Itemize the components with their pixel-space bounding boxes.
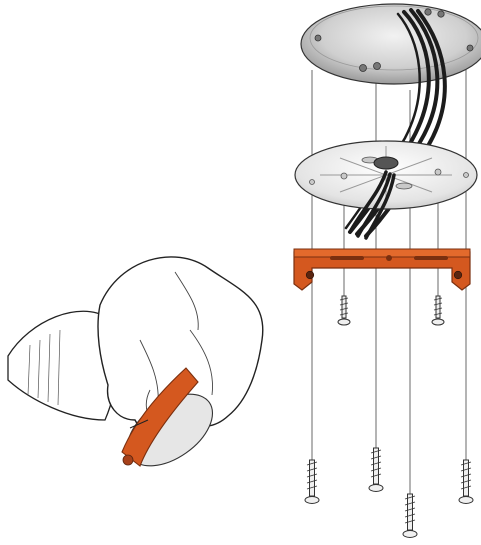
plate-hole — [341, 173, 347, 179]
box-screw-hole — [425, 9, 431, 15]
mounting-bracket — [294, 249, 470, 290]
plate-hole — [310, 180, 315, 185]
plate-hole — [435, 169, 441, 175]
bracket-slot — [330, 256, 364, 260]
screw — [403, 494, 417, 538]
box-screw-hole — [315, 35, 321, 41]
screw — [369, 448, 383, 492]
alignment-guide-lines — [312, 60, 466, 494]
bracket-slot — [414, 256, 448, 260]
bracket-screw — [454, 271, 462, 279]
screw — [432, 296, 444, 325]
bracket-screw — [306, 271, 314, 279]
plate-slot — [396, 183, 412, 189]
plate-hole — [464, 173, 469, 178]
screws — [305, 296, 473, 538]
box-screw-hole — [374, 63, 381, 70]
box-screw-hole — [360, 65, 367, 72]
screw — [459, 460, 473, 504]
held-screw — [123, 455, 133, 465]
hand-with-screwdriver — [8, 257, 263, 481]
screw — [338, 296, 350, 325]
electrical-box — [301, 4, 481, 84]
box-screw-hole — [467, 45, 473, 51]
bracket-center-hole — [386, 255, 392, 261]
plate-center-hole — [374, 157, 398, 169]
screw — [305, 460, 319, 504]
box-screw-hole — [438, 11, 444, 17]
